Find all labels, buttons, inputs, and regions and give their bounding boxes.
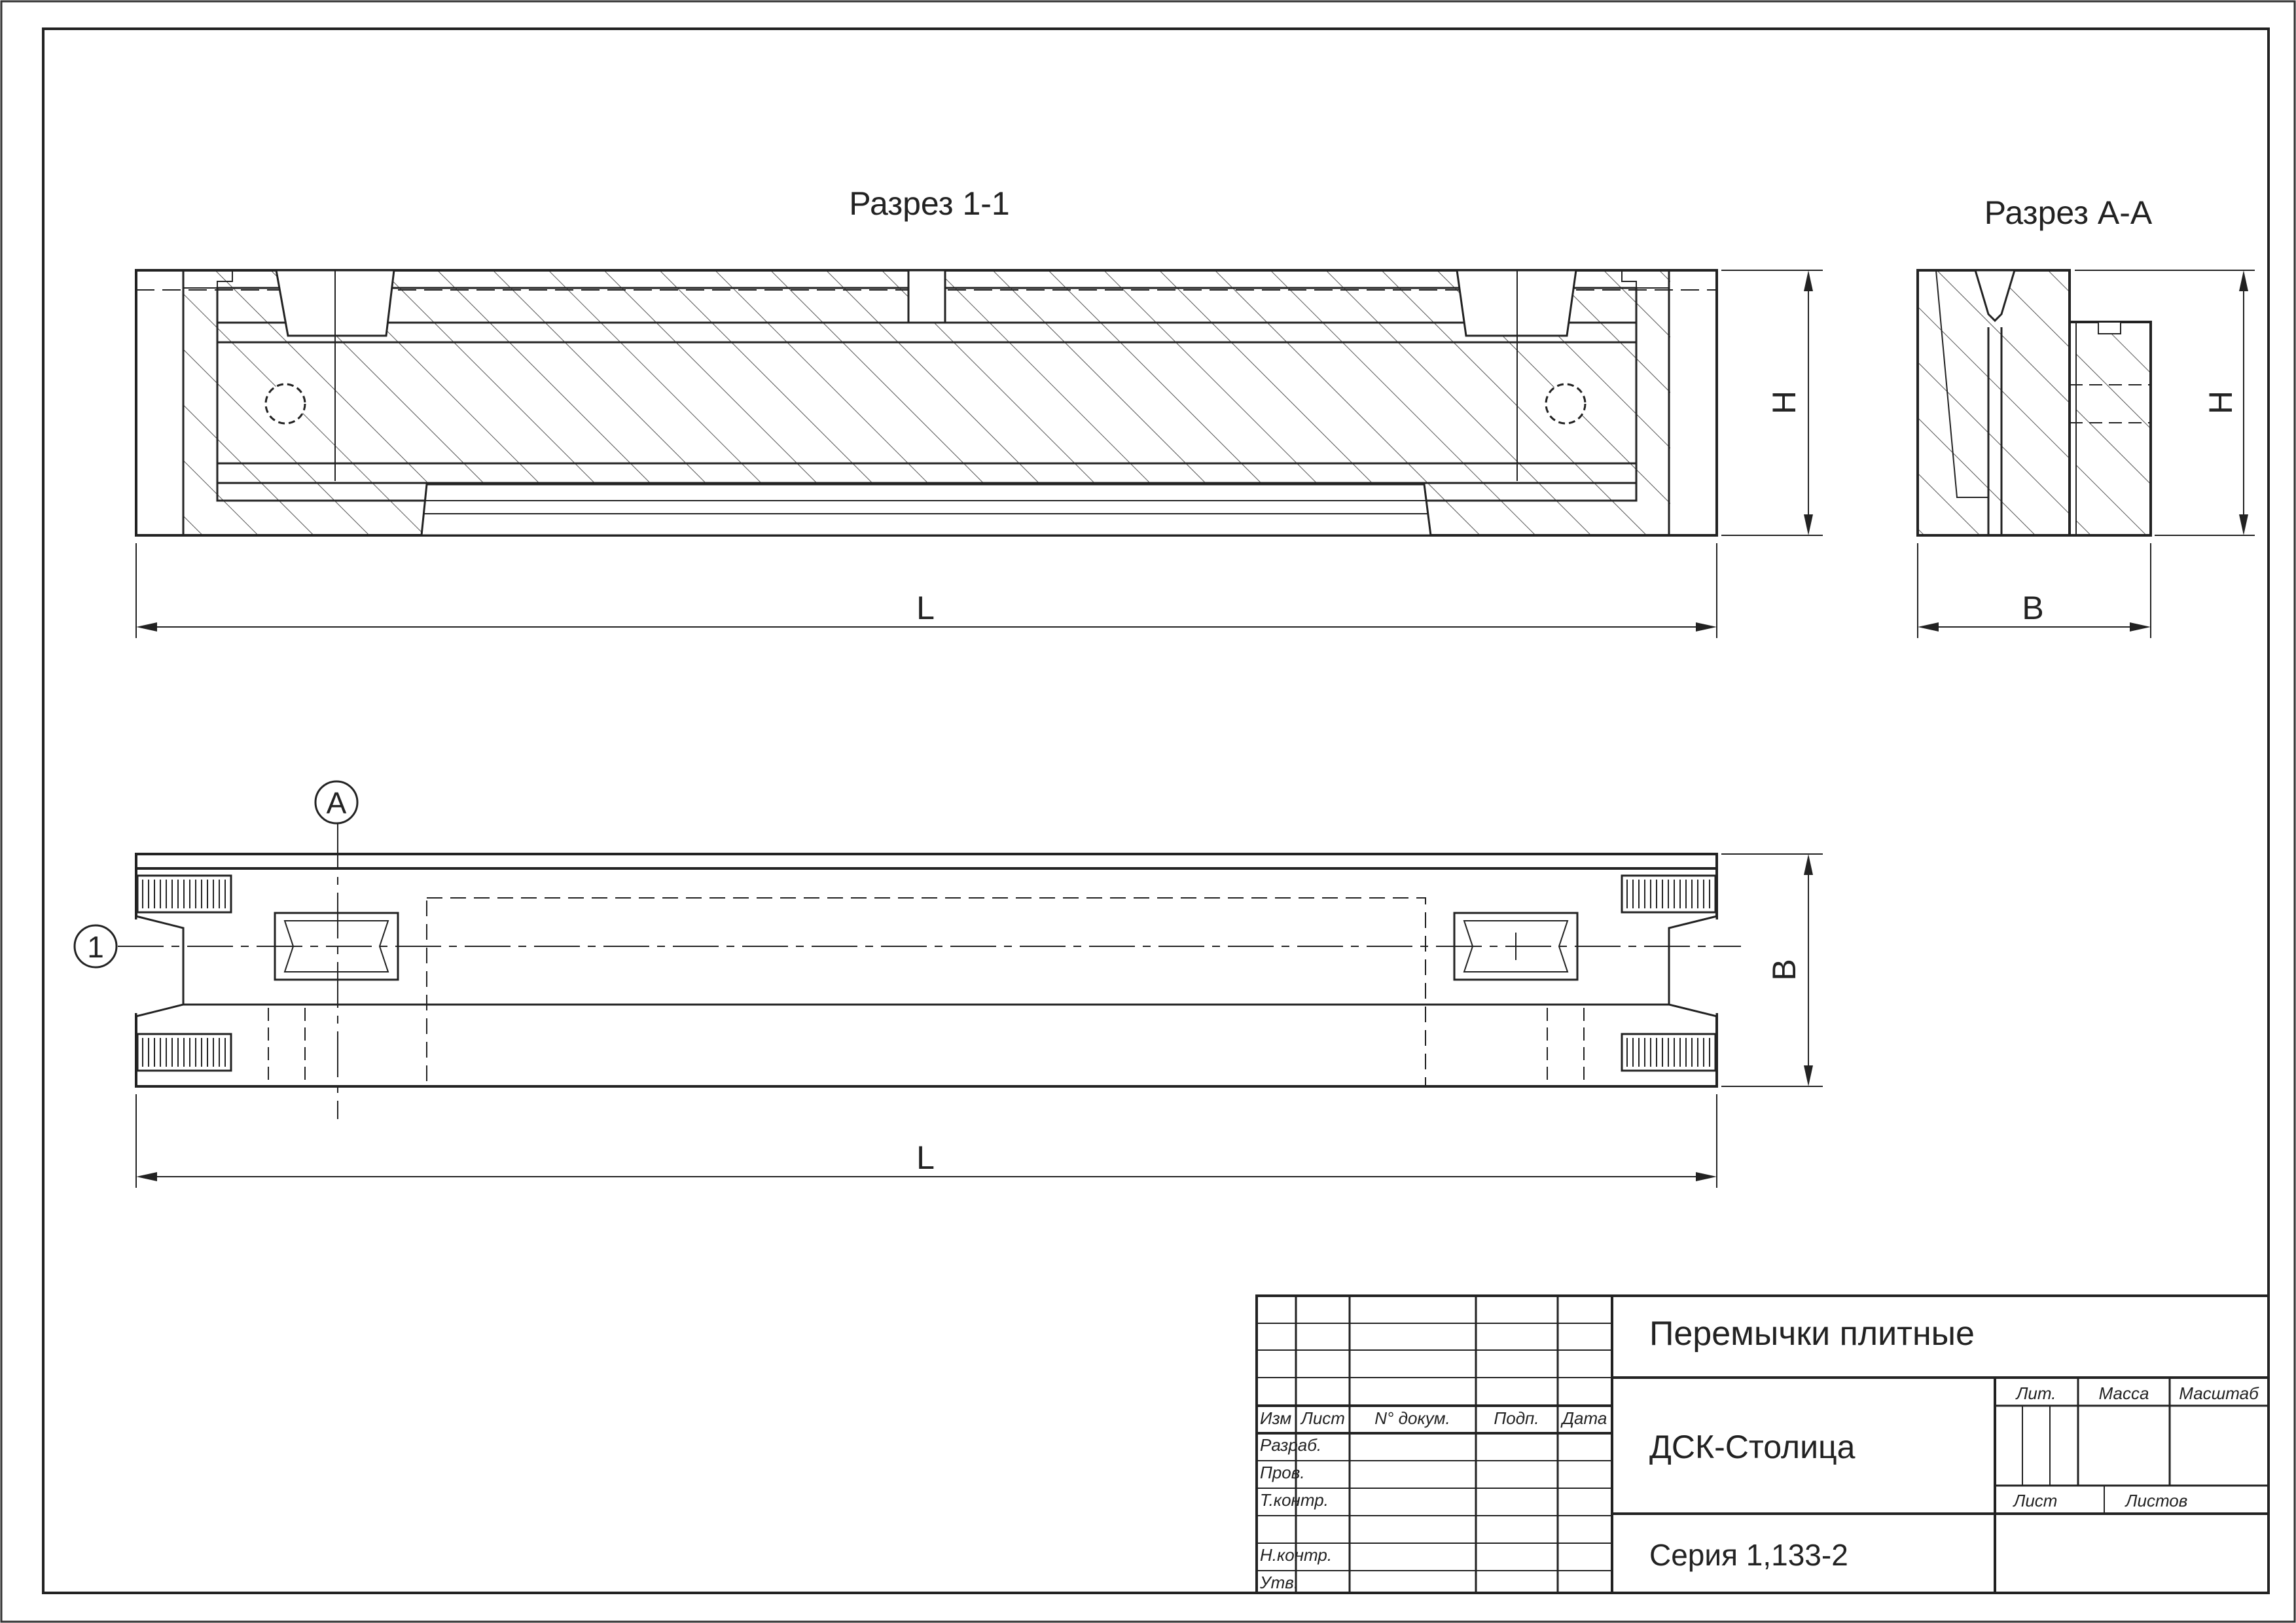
aa-dim-h-arrow-top [2239, 270, 2248, 291]
tb-row-tkontr: Т.контр. [1260, 1490, 1329, 1510]
plan-hidden-recess [426, 897, 1426, 1087]
section-a-a-vgroove [1973, 269, 2017, 323]
callout-a-circle [314, 780, 359, 825]
dim-l-arrow-right [1696, 622, 1717, 632]
plan-dim-b-label: B [1766, 959, 1803, 980]
hole-left [264, 383, 306, 425]
title-block-border [1255, 1294, 2270, 1594]
dim-h-label: H [1766, 391, 1803, 414]
dim-l-arrow-left [136, 622, 157, 632]
section-a-a-hatch-2 [2076, 322, 2149, 535]
tb-row-prov: Пров. [1260, 1463, 1305, 1482]
tb-col-header-sign: Подп. [1494, 1408, 1539, 1428]
callout-1-circle [73, 924, 118, 969]
aa-dim-h-label: H [2202, 391, 2239, 414]
tb-row-razrab: Разраб. [1260, 1435, 1321, 1455]
tb-title: Перемычки плитные [1649, 1315, 1975, 1353]
tb-col-header-list: Лист [1300, 1408, 1345, 1428]
plan-waist [135, 915, 185, 1018]
callout-a-label: A [327, 786, 347, 820]
plan-waist-right [1668, 915, 1718, 1018]
tb-sheet-label: Лист [2013, 1491, 2058, 1510]
section-1-1-end-fill-left [137, 272, 182, 534]
aa-dim-b-arrow-right [2130, 622, 2151, 632]
tb-row-utv: Утв. [1259, 1573, 1299, 1592]
title-block: Перемычки плитные ДСК-Столица Серия 1,13… [1255, 1294, 2270, 1594]
callout-1-label: 1 [87, 930, 104, 964]
aa-dim-h-arrow-bottom [2239, 514, 2248, 535]
section-a-a-title: Разрез А-А [1984, 194, 2153, 231]
tb-stage-lit: Лит. [2015, 1383, 2056, 1403]
tb-row-lines [1257, 1323, 1612, 1571]
plan-waist-fill-right [1715, 919, 1721, 1013]
dim-h-arrow-top [1804, 270, 1813, 291]
tb-series: Серия 1,133-2 [1649, 1538, 1848, 1572]
aa-dim-b-arrow-left [1918, 622, 1939, 632]
tb-organization: ДСК-Столица [1649, 1429, 1856, 1465]
plan-dim-l-label: L [916, 1139, 935, 1176]
section-a-a-small-notch [2098, 321, 2121, 334]
hole-right [1545, 383, 1587, 425]
drawing-frame [42, 27, 2270, 1594]
plan-dim-b-arrow-top [1804, 854, 1813, 875]
aa-dim-b-label: B [2022, 590, 2043, 626]
tb-col-header-doc: N° докум. [1374, 1408, 1450, 1428]
corner-notch-left [183, 270, 233, 289]
tb-stage-scale: Масштаб [2179, 1383, 2259, 1403]
bottom-recess [420, 483, 1432, 537]
plan-waist-fill-left [131, 919, 137, 1013]
dim-h-arrow-bottom [1804, 514, 1813, 535]
tb-col-header-izm: Изм [1260, 1408, 1291, 1428]
tb-stage-mass: Масса [2099, 1383, 2149, 1403]
dim-l-label: L [916, 590, 935, 626]
plan-dim-l-arrow-left [136, 1172, 157, 1181]
tb-sheets-label: Листов [2125, 1491, 2188, 1510]
corner-notch-right [1621, 270, 1669, 289]
section-1-1-title: Разрез 1-1 [849, 185, 1009, 222]
plan-dim-b-arrow-bottom [1804, 1065, 1813, 1086]
plan-dim-l-arrow-right [1696, 1172, 1717, 1181]
section-1-1-end-fill-right [1670, 272, 1715, 534]
center-slot [907, 269, 946, 324]
plan-top-edge [135, 853, 1718, 870]
section-a-a-slope [1935, 270, 1988, 498]
plan-view: 1 A B L [73, 780, 1823, 1188]
tb-row-nkontr: Н.контр. [1260, 1545, 1332, 1565]
section-1-1-view: Разрез 1-1 H [135, 185, 1823, 638]
section-a-a-view: Разрез А-А H B [1916, 194, 2255, 638]
tb-col-header-date: Дата [1560, 1408, 1607, 1428]
knurl-ticks [142, 880, 1710, 1067]
